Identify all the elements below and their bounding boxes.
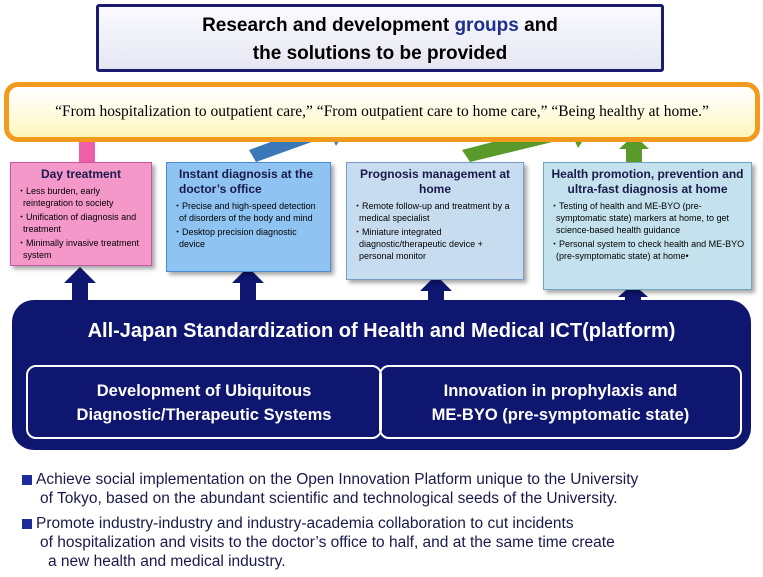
summary-bullets: Achieve social implementation on the Ope… [22, 470, 757, 577]
platform-panel: All-Japan Standardization of Health and … [12, 300, 751, 450]
list-item: Less burden, early reintegration to soci… [17, 185, 145, 209]
list-item: Testing of health and ME-BYO (pre-sympto… [550, 200, 745, 236]
navy-arrow-4 [618, 284, 648, 300]
prophylaxis-box: Innovation in prophylaxis and ME-BYO (pr… [379, 365, 742, 439]
bullet-line: Promote industry-industry and industry-a… [36, 515, 574, 532]
sub-line: ME-BYO (pre-symptomatic state) [431, 406, 690, 424]
sub-line: Development of Ubiquitous [96, 382, 312, 400]
box-day-treatment: Day treatment Less burden, early reinteg… [10, 162, 152, 266]
platform-title: All-Japan Standardization of Health and … [87, 320, 676, 342]
list-item: Personal system to check health and ME-B… [550, 238, 745, 262]
box-title: Instant diagnosis at the doctor’s office [179, 167, 314, 196]
box-list: Remote follow-up and treatment by a medi… [353, 200, 517, 262]
list-item: Miniature integrated diagnostic/therapeu… [353, 226, 517, 262]
box-prognosis-management: Prognosis management at home Remote foll… [346, 162, 524, 280]
bullet-item: Achieve social implementation on the Ope… [22, 470, 757, 508]
square-bullet-icon [22, 519, 32, 529]
navy-arrow-3 [420, 275, 452, 300]
list-item: Remote follow-up and treatment by a medi… [353, 200, 517, 224]
bullet-line: Achieve social implementation on the Ope… [36, 471, 639, 488]
bullet-line: a new health and medical industry. [48, 553, 286, 570]
ubiquitous-systems-box: Development of Ubiquitous Diagnostic/The… [26, 365, 382, 439]
box-title: Prognosis management at home [359, 167, 511, 196]
navy-arrow-1 [64, 267, 96, 300]
list-item: Precise and high-speed detection of diso… [173, 200, 324, 224]
goal-banner: “From hospitalization to outpatient care… [4, 82, 760, 142]
title-line-2: the solutions to be provided [252, 43, 508, 64]
title-box: Research and development groups and the … [96, 4, 664, 72]
title-part-b: groups [454, 15, 519, 36]
box-list: Less burden, early reintegration to soci… [17, 185, 145, 261]
list-item: Unification of diagnosis and treatment [17, 211, 145, 235]
title-part-c: and [518, 15, 558, 36]
box-title: Health promotion, prevention and ultra-f… [551, 167, 744, 196]
box-list: Precise and high-speed detection of diso… [173, 200, 324, 250]
bullet-item: Promote industry-industry and industry-a… [22, 514, 757, 571]
title-part-a: Research and development [202, 15, 455, 36]
title-line-1: Research and development groups and [99, 12, 661, 40]
sub-line: Innovation in prophylaxis and [443, 382, 678, 400]
list-item: Minimally invasive treatment system [17, 237, 145, 261]
box-health-promotion: Health promotion, prevention and ultra-f… [543, 162, 752, 290]
bullet-line: of Tokyo, based on the abundant scientif… [40, 490, 618, 507]
list-item: Desktop precision diagnostic device [173, 226, 324, 250]
navy-arrow-2 [232, 267, 264, 300]
sub-line: Diagnostic/Therapeutic Systems [76, 406, 332, 424]
bullet-line: of hospitalization and visits to the doc… [40, 534, 615, 551]
box-instant-diagnosis: Instant diagnosis at the doctor’s office… [166, 162, 331, 272]
square-bullet-icon [22, 475, 32, 485]
box-title: Day treatment [40, 167, 122, 181]
green-up-arrow [619, 135, 649, 162]
box-list: Testing of health and ME-BYO (pre-sympto… [550, 200, 745, 262]
